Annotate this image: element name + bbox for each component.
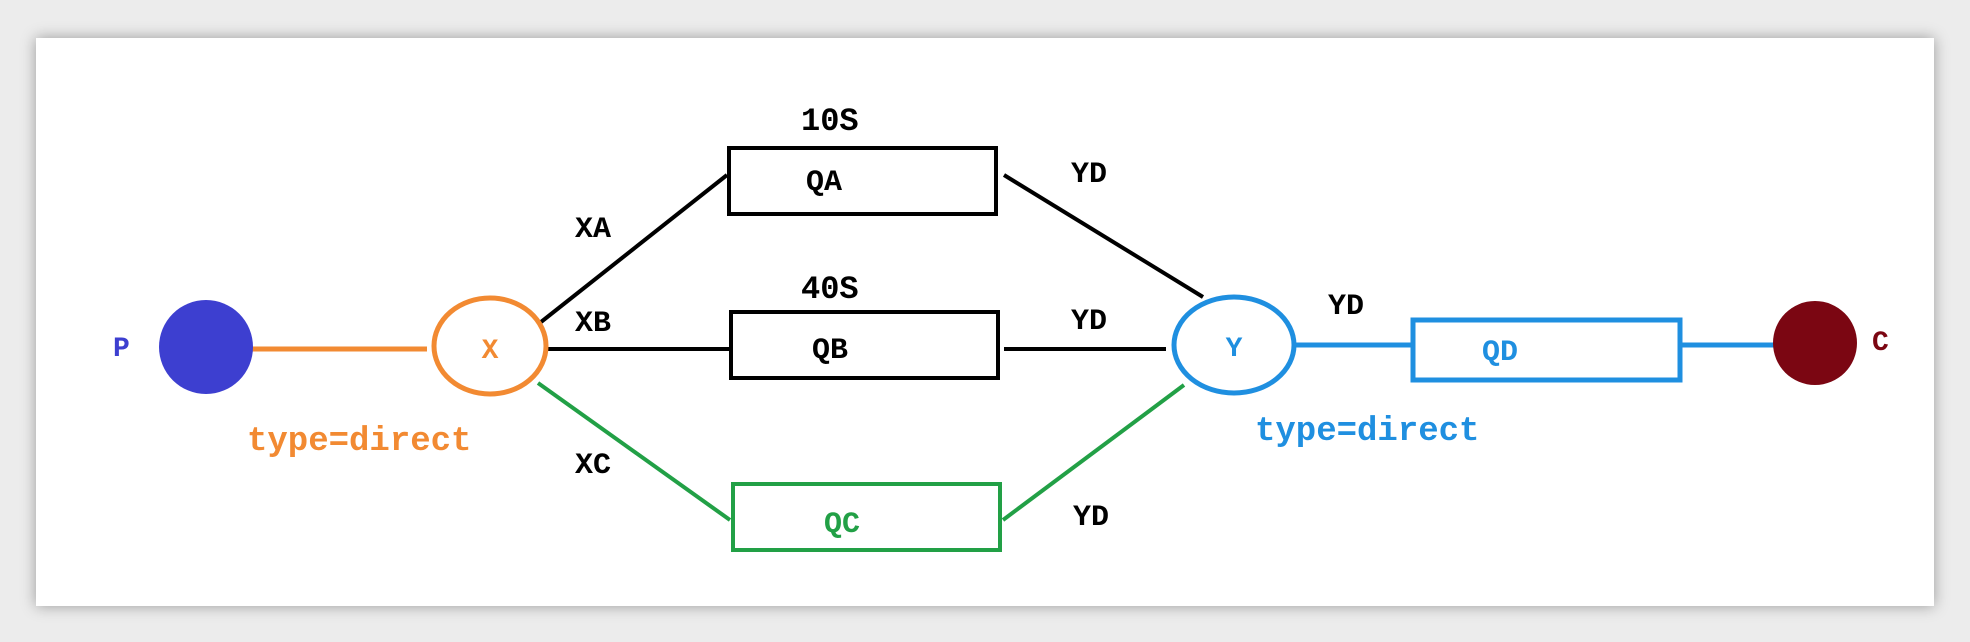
routing-key-qa-y: YD — [1071, 158, 1107, 192]
queue-qb — [729, 310, 1000, 380]
queue-qa-label: QA — [806, 166, 842, 200]
exchange-y-node — [1171, 294, 1297, 396]
routing-key-xa: XA — [575, 213, 611, 247]
queue-qa-ttl: 10S — [801, 103, 859, 140]
queue-qb-ttl: 40S — [801, 271, 859, 308]
routing-key-xc: XC — [575, 449, 611, 483]
routing-key-qb-y: YD — [1071, 305, 1107, 339]
exchange-y-type: type=direct — [1255, 413, 1479, 451]
edge-x-qc — [536, 381, 732, 522]
exchange-x-node — [431, 295, 549, 397]
queue-qc — [731, 482, 1002, 552]
routing-key-xb: XB — [575, 307, 611, 341]
producer-label: P — [113, 334, 130, 365]
edge-qc-y — [1001, 383, 1186, 522]
exchange-x-label: X — [482, 336, 499, 367]
queue-qb-label: QB — [812, 334, 848, 368]
exchange-y-label: Y — [1226, 334, 1243, 365]
edge-qa-y — [1002, 173, 1205, 299]
queue-qa — [727, 146, 998, 216]
routing-key-y-qd: YD — [1328, 290, 1364, 324]
producer-node — [159, 300, 253, 394]
queue-qc-label: QC — [824, 508, 860, 542]
queue-qd-label: QD — [1482, 336, 1518, 370]
queue-qd — [1410, 317, 1683, 383]
exchange-x-type: type=direct — [247, 423, 471, 461]
consumer-label: C — [1872, 328, 1889, 359]
edge-x-qa — [539, 173, 729, 324]
consumer-node — [1773, 301, 1857, 385]
routing-key-qc-y: YD — [1073, 501, 1109, 535]
